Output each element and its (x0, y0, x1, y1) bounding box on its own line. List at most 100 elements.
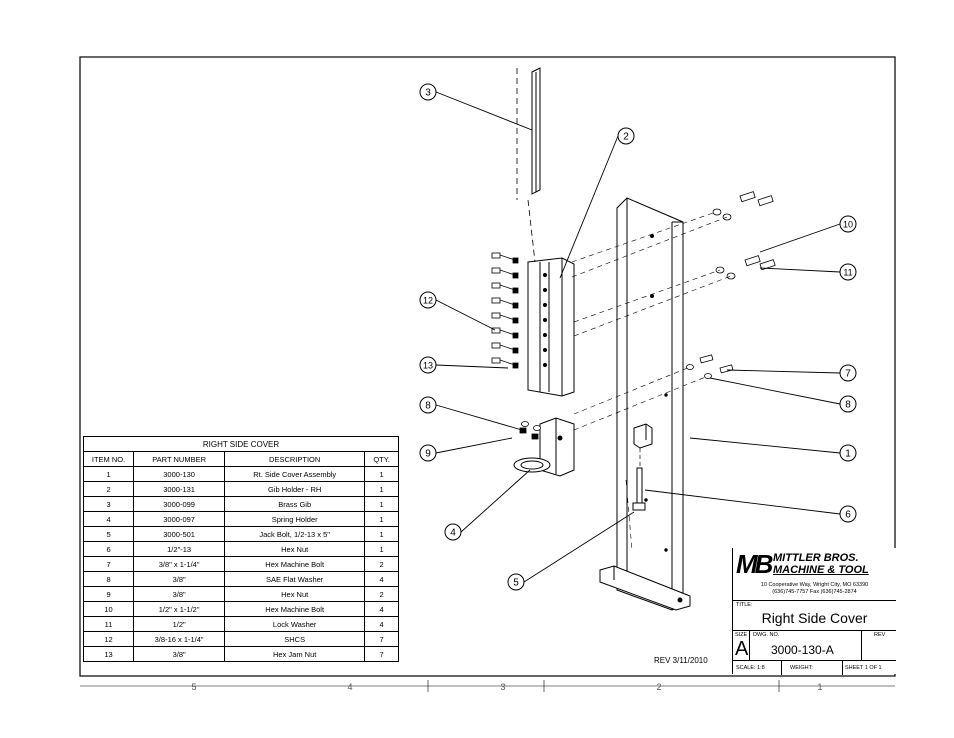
callout-balloon: 8 (419, 396, 437, 414)
title-block: MB MITTLER BROS. MACHINE & TOOL 10 Coope… (732, 548, 896, 675)
callout-balloon: 4 (444, 523, 462, 541)
callout-balloon: 6 (839, 505, 857, 523)
bom-description: Hex Machine Bolt (224, 601, 366, 617)
svg-text:5: 5 (513, 578, 519, 589)
part-hex-bolts-upper (712, 191, 776, 280)
callout-balloon: 9 (419, 444, 437, 462)
leader-lines (435, 91, 841, 583)
part-jack-bolt (632, 448, 646, 511)
bom-qty: 4 (364, 601, 399, 617)
title-row: TITLE: Right Side Cover (733, 600, 896, 631)
bom-part-number: 1/2" (133, 616, 226, 632)
callout-balloon: 1 (839, 444, 857, 462)
bom-part-number: 1/2"-13 (133, 541, 226, 557)
svg-text:6: 6 (845, 510, 851, 521)
svg-text:8: 8 (845, 400, 851, 411)
bom-item-no: 5 (82, 526, 135, 542)
bom-part-number: 3000-501 (133, 526, 226, 542)
dwg-no-label: DWG. NO. (753, 632, 780, 638)
callout-balloon: 5 (507, 573, 525, 591)
bom-description: Lock Washer (224, 616, 366, 632)
bom-item-no: 12 (82, 631, 135, 647)
zone-label: 1 (817, 682, 822, 692)
bom-qty: 1 (364, 481, 399, 497)
bom-part-number: 3000-099 (133, 496, 226, 512)
company-phone: (636)745-7757 Fax (636)745-2874 (772, 589, 857, 595)
bom-part-number: 3000-131 (133, 481, 226, 497)
svg-text:1: 1 (845, 449, 851, 460)
callout-balloon: 8 (839, 395, 857, 413)
bom-item-no: 13 (82, 646, 135, 662)
bom-title: RIGHT SIDE COVER (83, 436, 399, 452)
callout-balloon: 3 (419, 83, 437, 101)
bom-description: Brass Gib (224, 496, 366, 512)
bom-description: Hex Nut (224, 586, 366, 602)
company-name: MITTLER BROS. (773, 552, 859, 564)
bom-header: QTY. (364, 451, 399, 467)
svg-text:3: 3 (425, 88, 431, 99)
weight-label: WEIGHT: (790, 665, 813, 671)
callout-balloon: 10 (839, 215, 857, 233)
svg-text:11: 11 (843, 268, 852, 278)
bom-qty: 1 (364, 496, 399, 512)
svg-text:7: 7 (845, 369, 851, 380)
callout-balloon: 2 (617, 127, 635, 145)
svg-text:10: 10 (843, 220, 853, 230)
part-shcs-bolts (491, 252, 519, 369)
size-value: A (735, 638, 749, 660)
bom-description: SAE Flat Washer (224, 571, 366, 587)
svg-text:9: 9 (425, 449, 431, 460)
bom-qty: 1 (364, 526, 399, 542)
callout-balloon: 12 (419, 291, 437, 309)
part-gib-holder (527, 199, 575, 397)
bom-qty: 1 (364, 541, 399, 557)
bom-qty: 7 (364, 646, 399, 662)
bom-description: Hex Jam Nut (224, 646, 366, 662)
bom-item-no: 3 (82, 496, 135, 512)
svg-text:2: 2 (623, 132, 629, 143)
bom-part-number: 3/8" x 1-1/4" (133, 556, 226, 572)
svg-text:12: 12 (423, 296, 433, 306)
callout-balloon: 7 (839, 364, 857, 382)
part-brass-gib (516, 67, 541, 200)
part-side-cover (599, 197, 691, 611)
bom-description: Gib Holder - RH (224, 481, 366, 497)
bom-item-no: 1 (82, 466, 135, 482)
company-logo: MB (736, 549, 773, 579)
bom-qty: 1 (364, 511, 399, 527)
bom-item-no: 7 (82, 556, 135, 572)
company-block: MB MITTLER BROS. MACHINE & TOOL 10 Coope… (733, 548, 896, 600)
bom-qty: 7 (364, 631, 399, 647)
drawing-title: Right Side Cover (761, 610, 868, 626)
bom-description: SHCS (224, 631, 366, 647)
bom-qty: 4 (364, 571, 399, 587)
drawing-number: 3000-130-A (771, 643, 834, 657)
bom-part-number: 3/8" (133, 571, 226, 587)
rev-label: REV (874, 632, 886, 638)
company-address: 10 Cooperative Way, Wright City, MO 6339… (760, 582, 869, 588)
zone-label: 4 (347, 682, 352, 692)
bom-description: Hex Nut (224, 541, 366, 557)
bom-description: Hex Machine Bolt (224, 556, 366, 572)
bom-item-no: 2 (82, 481, 135, 497)
zone-label: 2 (656, 682, 661, 692)
bom-description: Rt. Side Cover Assembly (224, 466, 366, 482)
revision-note: REV 3/11/2010 (654, 656, 708, 665)
part-spring-holder (513, 417, 575, 477)
bom-part-number: 3/8" (133, 586, 226, 602)
bom-item-no: 8 (82, 571, 135, 587)
bom-part-number: 3/8" (133, 646, 226, 662)
bom-description: Spring Holder (224, 511, 366, 527)
